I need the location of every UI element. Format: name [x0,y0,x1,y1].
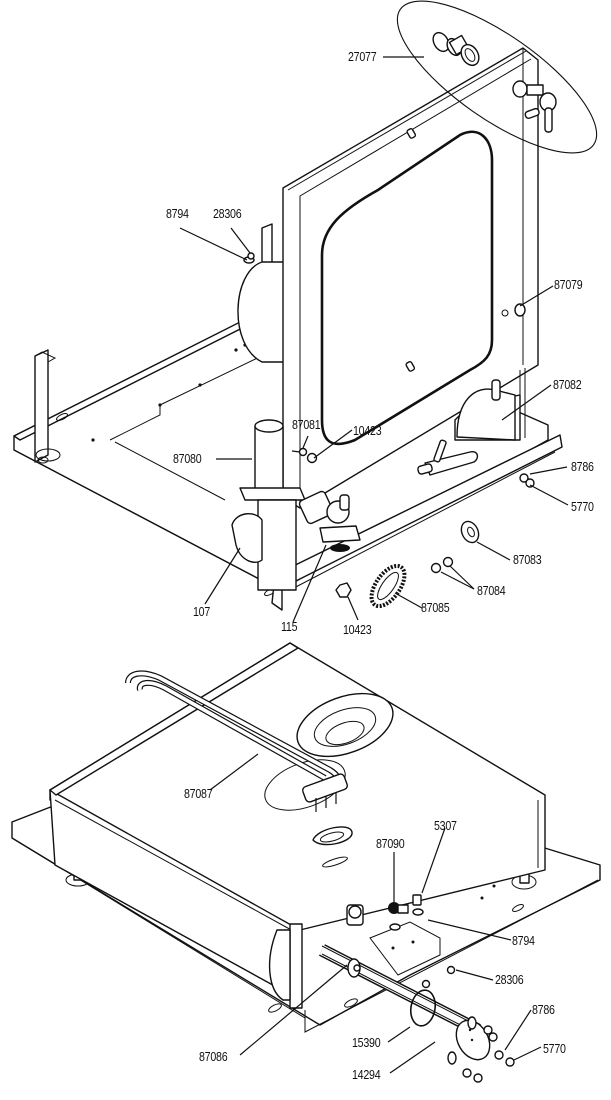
label-27077: 27077 [348,49,377,64]
label-28306-bottom: 28306 [495,972,524,987]
label-10423-a: 10423 [353,423,382,438]
heater-element-87087 [125,670,348,812]
bolt-87081-nut-10423 [291,447,318,464]
label-28306-top: 28306 [213,206,242,221]
label-87087: 87087 [184,786,213,801]
callout-27077 [396,0,598,154]
label-5770-bottom: 5770 [543,1041,566,1056]
label-8786-bottom: 8786 [532,1002,555,1017]
filter-cylinder-87080 [239,419,306,501]
label-8786-top: 8786 [571,459,594,474]
pump-housing-87082 [454,368,526,441]
label-15390: 15390 [352,1035,381,1050]
water-valve-115 [298,490,361,552]
label-87082: 87082 [553,377,582,392]
label-14294: 14294 [352,1067,381,1082]
drum-housing [237,261,286,363]
label-107: 107 [193,604,211,619]
label-87083: 87083 [513,552,542,567]
label-5770-top: 5770 [571,499,594,514]
label-87079: 87079 [554,277,583,292]
label-87090: 87090 [376,836,405,851]
loose-nuts-lower [421,965,515,1083]
label-115: 115 [281,619,298,634]
thermostat-87090 [346,894,424,931]
lower-chamber-box [49,642,546,1009]
lower-leader-lines [209,753,542,1074]
label-87086: 87086 [199,1049,228,1064]
upper-leader-lines [179,56,569,623]
label-10423-b: 10423 [343,622,372,637]
loose-parts-right [335,473,535,609]
heating-element-14294 [319,944,498,1065]
screw-washer-8794-28306 [243,252,255,264]
label-87085: 87085 [421,600,450,615]
label-87080: 87080 [173,451,202,466]
label-87084: 87084 [477,583,506,598]
drain-pipe-107 [231,513,263,563]
label-5307: 5307 [434,818,457,833]
support-panel [257,499,297,591]
hose-fittings [417,439,479,476]
label-87081: 87081 [292,417,321,432]
label-8794-top: 8794 [166,206,189,221]
label-8794-bottom: 8794 [512,933,535,948]
